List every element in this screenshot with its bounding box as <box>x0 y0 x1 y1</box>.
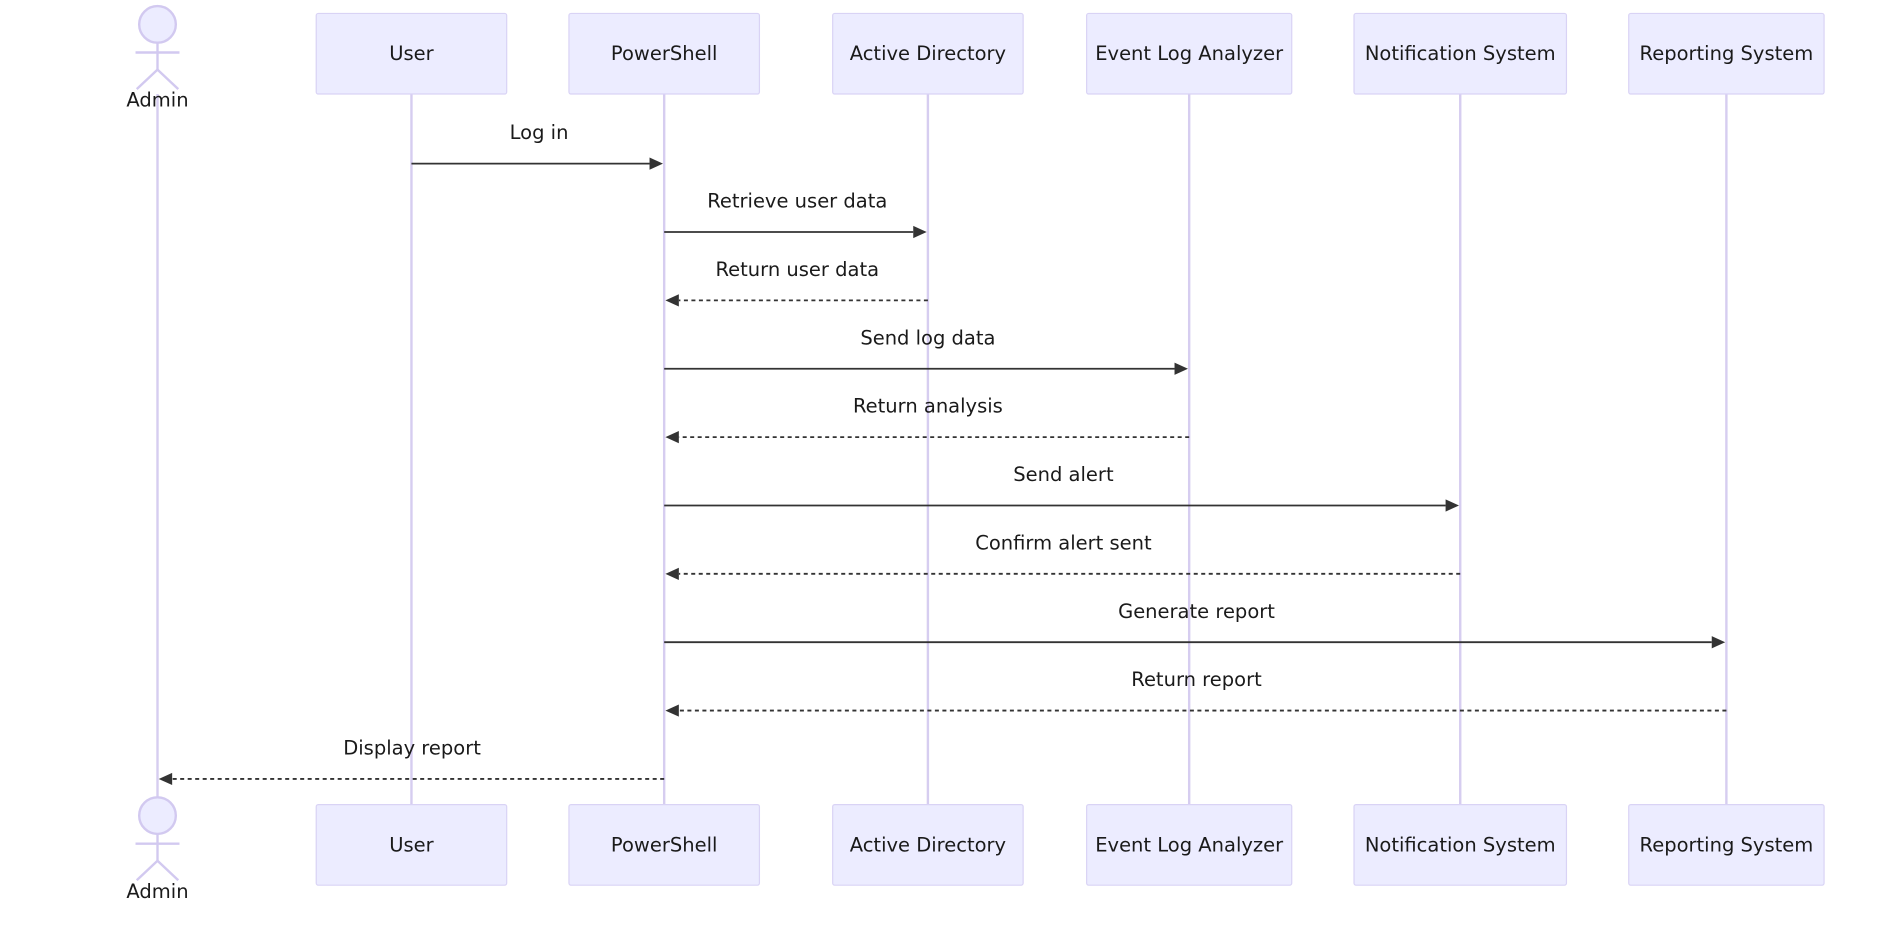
arrowhead-icon <box>665 704 679 717</box>
message-label: Retrieve user data <box>707 190 887 213</box>
message-1: Log in <box>411 121 663 170</box>
arrowhead-icon <box>1445 499 1460 512</box>
participant-label: User <box>389 833 434 856</box>
participant-box <box>568 803 761 886</box>
message-label: Generate report <box>1118 600 1275 623</box>
participant-box <box>1086 12 1293 95</box>
participant-user-bottom: User <box>315 803 508 886</box>
person-icon <box>135 4 180 91</box>
participant-user-top: User <box>315 12 508 95</box>
arrowhead-icon <box>158 772 173 786</box>
actor-right-leg <box>156 68 180 91</box>
participant-report-bottom: Reporting System <box>1628 803 1825 886</box>
participant-ad-bottom: Active Directory <box>832 803 1024 886</box>
message-6: Send alert <box>664 463 1460 512</box>
participant-label: Notification System <box>1365 42 1556 65</box>
message-label: Send alert <box>1013 463 1114 486</box>
actor-label: Admin <box>126 880 188 903</box>
participant-label: PowerShell <box>611 42 718 65</box>
participant-label: Reporting System <box>1640 833 1814 856</box>
arrowhead-icon <box>665 294 679 307</box>
participant-powershell-top: PowerShell <box>568 12 761 95</box>
actor-left-leg <box>135 859 159 882</box>
message-label: Return analysis <box>853 395 1003 418</box>
message-10: Display report <box>158 737 665 786</box>
actor-head <box>137 4 178 44</box>
message-4: Send log data <box>664 326 1188 375</box>
actor-top: Admin <box>126 4 189 112</box>
message-label: Log in <box>510 121 569 144</box>
message-9: Return report <box>665 668 1727 717</box>
participant-box <box>1628 12 1825 95</box>
lifelines <box>156 94 1728 805</box>
participant-label: Notification System <box>1365 833 1556 856</box>
actor-head <box>137 796 178 836</box>
message-8: Generate report <box>664 600 1726 649</box>
participant-ad-top: Active Directory <box>832 12 1024 95</box>
arrowhead-icon <box>649 157 663 170</box>
participant-label: User <box>389 42 434 65</box>
message-5: Return analysis <box>665 395 1190 444</box>
actor-right-leg <box>156 859 180 882</box>
participant-report-top: Reporting System <box>1628 12 1825 95</box>
participant-box <box>832 803 1024 886</box>
participant-box <box>1628 803 1825 886</box>
person-icon <box>135 796 180 882</box>
arrowhead-icon <box>665 567 679 580</box>
participant-ela-bottom: Event Log Analyzer <box>1086 803 1293 886</box>
message-2: Retrieve user data <box>664 190 927 239</box>
participant-label: Reporting System <box>1640 42 1814 65</box>
message-3: Return user data <box>665 258 928 307</box>
actor-label: Admin <box>126 89 188 112</box>
arrowhead-icon <box>1711 636 1726 649</box>
participant-label: PowerShell <box>611 833 718 856</box>
arrowhead-icon <box>665 430 679 444</box>
participant-label: Active Directory <box>850 42 1006 65</box>
message-label: Return user data <box>715 258 879 281</box>
participant-box <box>832 12 1024 95</box>
participants-top: Admin User PowerShell Active Directory Event… <box>126 4 1825 112</box>
message-label: Display report <box>343 737 481 760</box>
participant-notify-top: Notification System <box>1353 12 1568 95</box>
participant-box <box>1353 12 1568 95</box>
participants-bottom: Admin User PowerShell Active Directory Event… <box>126 796 1825 903</box>
arrowhead-icon <box>913 225 927 239</box>
participant-ela-top: Event Log Analyzer <box>1086 12 1293 95</box>
message-7: Confirm alert sent <box>665 531 1461 580</box>
participant-box <box>315 803 508 886</box>
message-label: Return report <box>1131 668 1262 691</box>
participant-label: Event Log Analyzer <box>1095 833 1284 856</box>
participant-box <box>568 12 761 95</box>
participant-box <box>315 12 508 95</box>
actor-left-leg <box>135 68 159 91</box>
participant-powershell-bottom: PowerShell <box>568 803 761 886</box>
message-label: Send log data <box>860 326 995 349</box>
participant-label: Active Directory <box>850 833 1006 856</box>
arrowhead-icon <box>1174 362 1188 375</box>
actor-bottom: Admin <box>126 796 189 903</box>
participant-box <box>1086 803 1293 886</box>
message-label: Confirm alert sent <box>975 531 1152 554</box>
participant-label: Event Log Analyzer <box>1095 42 1284 65</box>
participant-box <box>1353 803 1568 886</box>
participant-notify-bottom: Notification System <box>1353 803 1568 886</box>
